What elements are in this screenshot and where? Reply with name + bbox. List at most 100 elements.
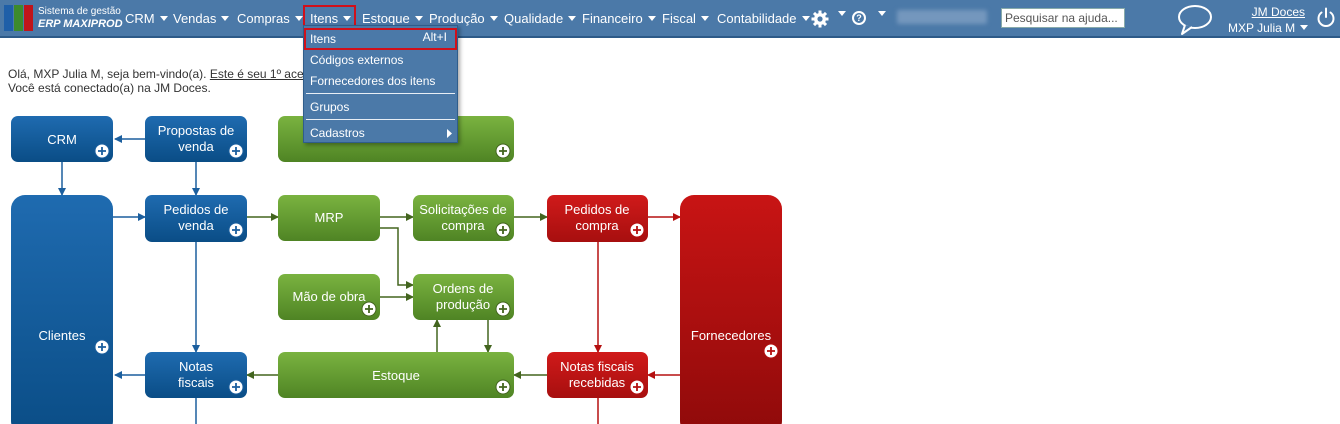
brand-line2: ERP MAXIPROD: [38, 18, 123, 30]
dropdown-item-fornecedores[interactable]: Fornecedores dos itens: [310, 74, 436, 88]
itens-dropdown-menu: Itens Alt+I Códigos externos Fornecedore…: [303, 25, 458, 143]
chevron-down-icon: [343, 15, 352, 21]
node-solicitacoes-de-compra[interactable]: Solicitações de compra: [413, 195, 514, 241]
gear-icon[interactable]: [810, 9, 830, 29]
chevron-down-icon[interactable]: [878, 11, 886, 16]
menu-contabilidade[interactable]: Contabilidade: [717, 11, 810, 26]
menu-estoque[interactable]: Estoque: [362, 11, 423, 26]
node-mrp[interactable]: MRP: [278, 195, 380, 241]
node-estoque[interactable]: Estoque: [278, 352, 514, 398]
menu-label: Itens: [310, 11, 339, 26]
chevron-down-icon[interactable]: [838, 11, 846, 16]
welcome-link[interactable]: Este é seu 1º ace: [209, 67, 304, 81]
plus-icon[interactable]: [228, 379, 244, 395]
plus-icon[interactable]: [495, 301, 511, 317]
node-label: Notas: [179, 359, 213, 374]
menu-label: Vendas: [173, 11, 217, 26]
blurred-text: [897, 10, 987, 24]
node-pedidos-de-compra[interactable]: Pedidos de compra: [547, 195, 648, 242]
shortcut-label: Alt+I: [422, 30, 447, 44]
menu-label: Compras: [237, 11, 290, 26]
plus-icon[interactable]: [228, 143, 244, 159]
chevron-down-icon: [159, 15, 168, 21]
node-label: fiscais: [178, 375, 215, 390]
chevron-down-icon: [700, 15, 709, 21]
user-name: MXP Julia M: [1228, 21, 1296, 35]
menu-label: Financeiro: [582, 11, 643, 26]
node-mao-de-obra[interactable]: Mão de obra: [278, 274, 380, 320]
node-clientes[interactable]: Clientes: [11, 195, 113, 424]
node-label: CRM: [47, 132, 77, 147]
node-label: Pedidos de: [564, 202, 629, 217]
chevron-down-icon: [221, 15, 230, 21]
node-label: compra: [575, 218, 619, 233]
help-icon[interactable]: ?: [852, 11, 866, 25]
chevron-down-icon: [1300, 24, 1309, 30]
node-fornecedores[interactable]: Fornecedores: [680, 195, 782, 424]
menu-producao[interactable]: Produção: [429, 11, 498, 26]
menu-crm[interactable]: CRM: [125, 11, 168, 26]
plus-icon[interactable]: [361, 301, 377, 317]
welcome-text: Olá, MXP Julia M, seja bem-vindo(a).: [8, 67, 207, 81]
node-notas-fiscais[interactable]: Notas fiscais: [145, 352, 247, 398]
menu-itens[interactable]: Itens: [310, 11, 352, 26]
arrow: [378, 227, 414, 289]
node-label: recebidas: [569, 375, 626, 390]
dropdown-item-cadastros[interactable]: Cadastros: [304, 126, 457, 140]
node-label: Fornecedores: [691, 328, 772, 343]
brand-line1: Sistema de gestão: [38, 6, 121, 17]
dropdown-item-label: Cadastros: [310, 126, 365, 140]
node-propostas-de-venda[interactable]: Propostas de venda: [145, 116, 247, 162]
plus-icon[interactable]: [228, 222, 244, 238]
node-label: Notas fiscais: [560, 359, 634, 374]
welcome-message: Olá, MXP Julia M, seja bem-vindo(a). Est…: [8, 67, 304, 95]
dropdown-divider: [306, 119, 455, 120]
plus-icon[interactable]: [94, 143, 110, 159]
chevron-down-icon: [414, 15, 423, 21]
node-ordens-de-producao[interactable]: Ordens de produção: [413, 274, 514, 320]
dropdown-item-grupos[interactable]: Grupos: [310, 100, 350, 114]
plus-icon[interactable]: [495, 222, 511, 238]
chat-bubble-icon[interactable]: [1176, 4, 1214, 36]
plus-icon[interactable]: [495, 143, 511, 159]
node-pedidos-de-venda[interactable]: Pedidos de venda: [145, 195, 247, 242]
maxiprod-logo[interactable]: [4, 5, 34, 31]
node-label: produção: [436, 297, 490, 312]
plus-icon[interactable]: [763, 343, 779, 359]
top-navigation-bar: Sistema de gestão ERP MAXIPROD CRM Venda…: [0, 0, 1340, 38]
menu-label: CRM: [125, 11, 155, 26]
menu-compras[interactable]: Compras: [237, 11, 303, 26]
node-label: MRP: [315, 210, 344, 225]
plus-icon[interactable]: [629, 379, 645, 395]
node-label: Clientes: [39, 328, 86, 343]
menu-label: Qualidade: [504, 11, 564, 26]
company-link[interactable]: JM Doces: [1251, 5, 1305, 19]
menu-financeiro[interactable]: Financeiro: [582, 11, 656, 26]
node-label: Estoque: [372, 368, 420, 383]
menu-vendas[interactable]: Vendas: [173, 11, 230, 26]
node-label: Pedidos de: [163, 202, 228, 217]
node-label: Mão de obra: [293, 289, 367, 304]
connected-text: Você está conectado(a) na JM Doces.: [8, 81, 211, 95]
plus-icon[interactable]: [94, 339, 110, 355]
menu-fiscal[interactable]: Fiscal: [662, 11, 709, 26]
menu-label: Estoque: [362, 11, 410, 26]
dropdown-item-codigos-externos[interactable]: Códigos externos: [310, 53, 404, 67]
node-label: venda: [178, 139, 214, 154]
menu-label: Fiscal: [662, 11, 696, 26]
menu-qualidade[interactable]: Qualidade: [504, 11, 577, 26]
power-icon[interactable]: [1316, 7, 1336, 29]
menu-label: Contabilidade: [717, 11, 797, 26]
dropdown-item-itens[interactable]: Itens: [304, 32, 457, 46]
plus-icon[interactable]: [495, 379, 511, 395]
plus-icon[interactable]: [629, 222, 645, 238]
chevron-down-icon: [647, 15, 656, 21]
node-crm[interactable]: CRM: [11, 116, 113, 162]
dropdown-item-highlight: [304, 28, 457, 50]
user-menu[interactable]: MXP Julia M: [1228, 21, 1309, 35]
dropdown-item-label: Itens: [310, 32, 337, 46]
search-input[interactable]: [1001, 8, 1125, 28]
brand-text: Sistema de gestão ERP MAXIPROD: [38, 5, 123, 31]
node-notas-fiscais-recebidas[interactable]: Notas fiscais recebidas: [547, 352, 648, 398]
